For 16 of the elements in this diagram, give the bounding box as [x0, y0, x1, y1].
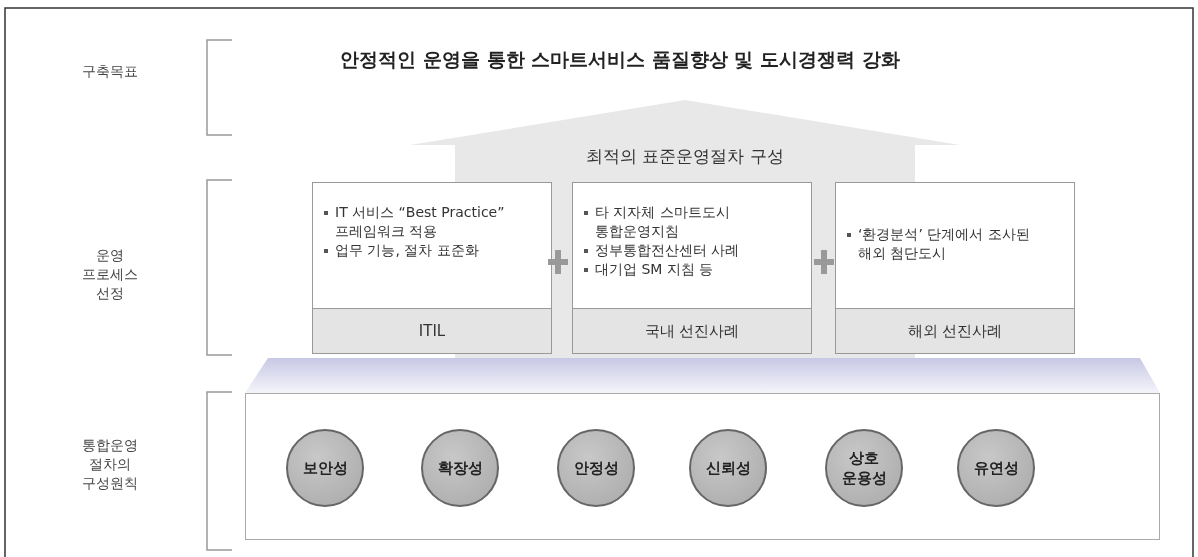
row-label: 통합운영 절차의 구성원칙	[81, 436, 139, 493]
source-card	[312, 182, 552, 354]
row-label: 구축목표	[81, 62, 139, 81]
bullet-text: 타 지자체 스마트도시 통합운영지침	[595, 203, 731, 241]
card-footer: 해외 선진사례	[836, 308, 1074, 353]
card-footer: 국내 선진사례	[573, 308, 811, 353]
diagram-title: 안정적인 운영을 통한 스마트서비스 품질향상 및 도시경쟁력 강화	[339, 47, 901, 72]
bullet-text: ‘환경분석’ 단계에서 조사된 해외 첨단도시	[858, 225, 1031, 263]
row-label: 운영 프로세스 선정	[81, 246, 139, 303]
bullet-text: IT 서비스 “Best Practice” 프레임워크 적용	[335, 203, 506, 241]
arrow-text: 최적의 표준운영절차 구성	[585, 145, 785, 168]
bullet-text: 정부통합전산센터 사례	[595, 241, 741, 260]
source-card	[835, 182, 1075, 354]
bullet-text: 업무 기능, 절차 표준화	[335, 241, 480, 260]
bullet-text: 대기업 SM 지침 등	[595, 260, 715, 279]
card-footer: ITIL	[313, 308, 551, 353]
